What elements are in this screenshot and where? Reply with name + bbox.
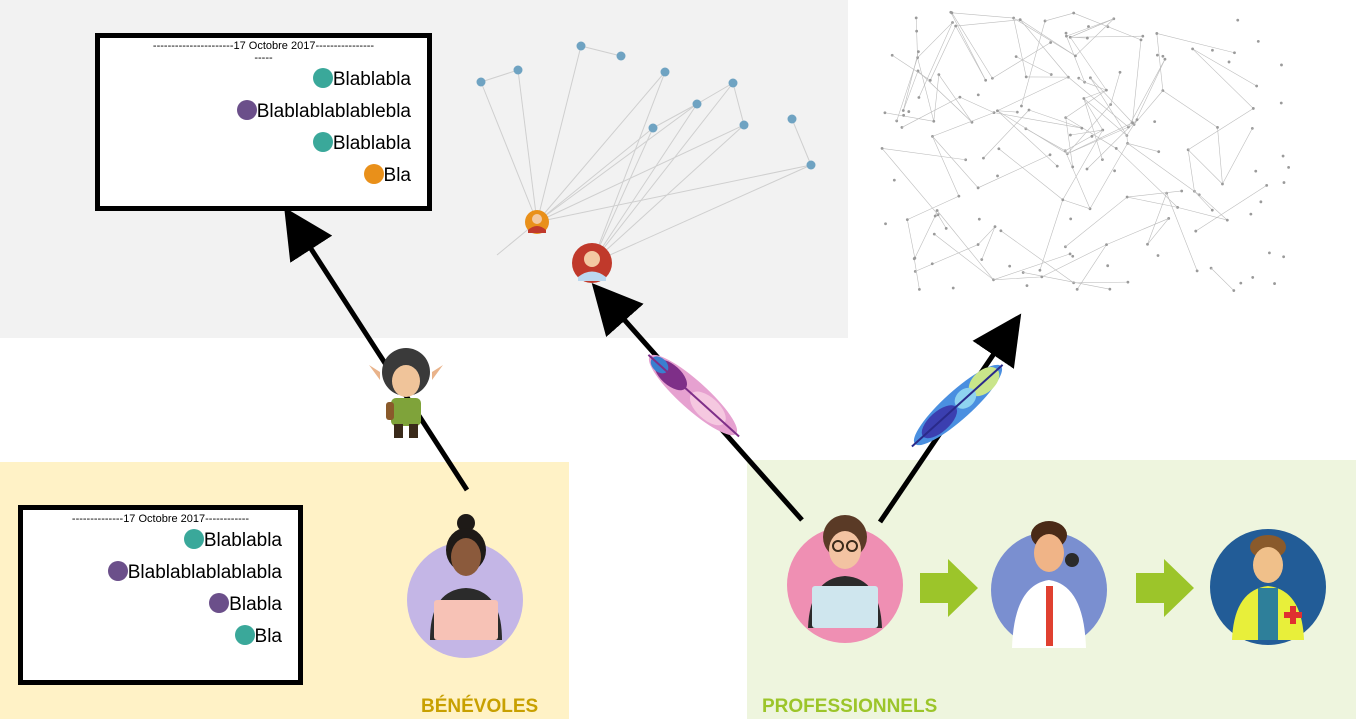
chat-message-text: Bla (383, 165, 411, 186)
chat-date-line: ----------------------17 Octobre 2017---… (152, 40, 375, 64)
arrow-benevole-to-chat (284, 207, 470, 492)
chat-message: Blabla (23, 589, 298, 621)
chat-message: Bla (100, 160, 427, 192)
phone-operator-avatar (991, 521, 1107, 648)
network-orange-node (525, 210, 549, 234)
chat-message: Bla (23, 621, 298, 653)
avatar-teal-icon (234, 625, 255, 645)
dense-network-graph (880, 10, 1291, 292)
chat-message: Blablabla (23, 525, 298, 557)
volunteer-avatar (407, 514, 523, 658)
chat-message-text: Blablablablablebla (256, 101, 411, 122)
chat-window-bottom: --------------17 Octobre 2017-----------… (18, 505, 303, 685)
chat-date-line: --------------17 Octobre 2017-----------… (71, 513, 250, 525)
avatar-purple-icon (107, 561, 128, 581)
avatar-purple-icon (236, 100, 257, 120)
chat-message-text: Blabla (229, 594, 282, 615)
feather-pink-icon (647, 354, 740, 438)
chat-message-text: Blablablablablabla (127, 562, 282, 583)
chat-window-top: ----------------------17 Octobre 2017---… (95, 33, 432, 211)
chat-message: Blablablablablebla (100, 96, 427, 128)
avatar-orange-icon (363, 164, 384, 184)
network-graph (476, 41, 816, 283)
chat-message-text: Blablabla (203, 530, 282, 551)
feather-blue-icon (911, 364, 1004, 448)
avatar-teal-icon (183, 529, 204, 549)
chat-message: Blablablablablabla (23, 557, 298, 589)
chat-message-text: Blablabla (332, 69, 411, 90)
professionnels-label: PROFESSIONNELS (762, 696, 938, 717)
chat-message-text: Bla (254, 626, 282, 647)
green-arrow-icon (920, 559, 1194, 617)
avatar-teal-icon (312, 132, 333, 152)
chat-message: Blablabla (100, 64, 427, 96)
avatar-teal-icon (312, 68, 333, 88)
professional-avatar (787, 515, 903, 643)
rescuer-avatar (1210, 529, 1326, 645)
chat-message-text: Blablabla (332, 133, 411, 154)
elf-character-icon (369, 348, 443, 438)
network-red-node (572, 243, 612, 283)
avatar-purple-icon (209, 593, 230, 613)
chat-message: Blablabla (100, 128, 427, 160)
benevoles-label: BÉNÉVOLES (421, 696, 539, 717)
